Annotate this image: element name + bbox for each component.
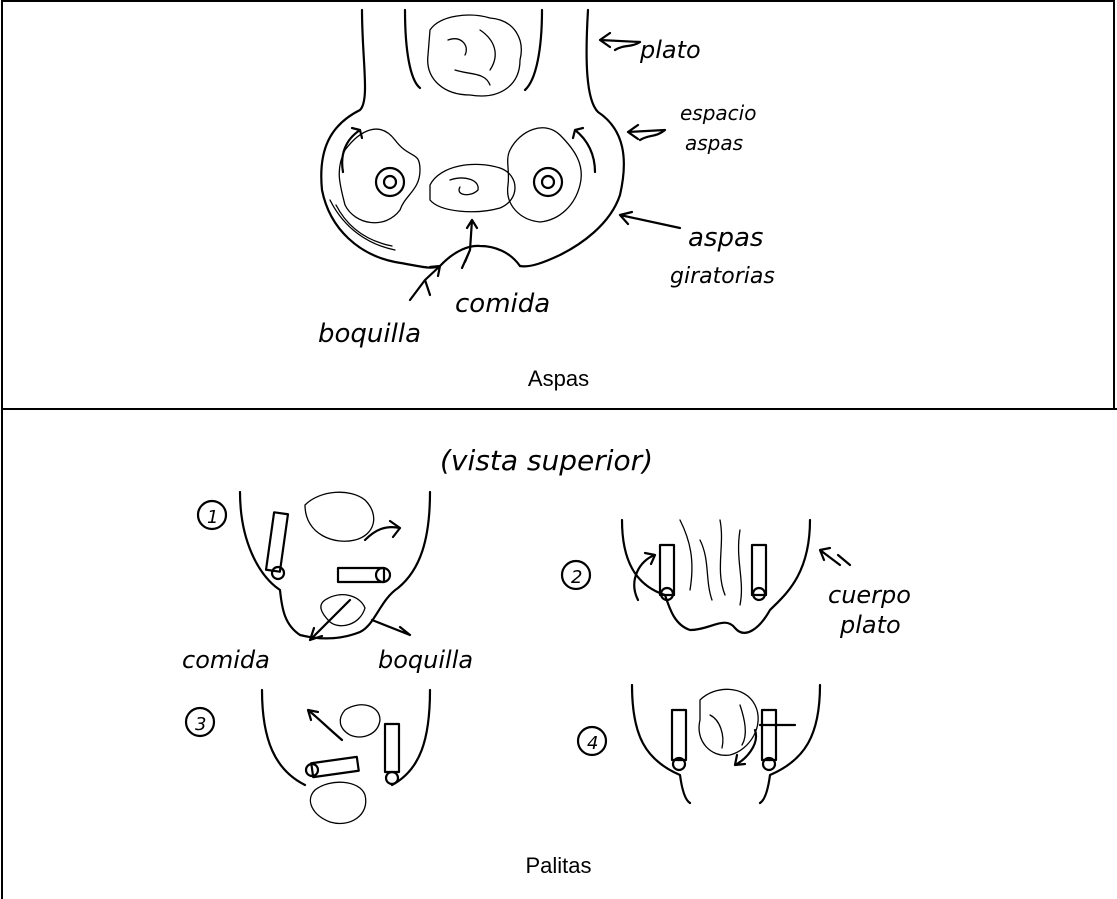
label-aspas: aspas xyxy=(688,223,763,253)
aspas-diagram: plato espacio aspas aspas giratorias com… xyxy=(318,10,775,349)
label-espacio-aspas: aspas xyxy=(685,131,743,155)
step-1-number: 1 xyxy=(207,507,218,528)
label-cuerpo: cuerpo xyxy=(828,581,911,609)
palitas-diagram: (vista superior) 1 comida boquilla 2 xyxy=(182,444,911,823)
label-plato-2: plato xyxy=(839,611,901,639)
step-2-number: 2 xyxy=(571,567,582,588)
label-boquilla: boquilla xyxy=(318,319,421,349)
label-comida-2: comida xyxy=(182,646,270,674)
step-4-number: 4 xyxy=(587,733,598,754)
label-comida: comida xyxy=(455,289,550,319)
label-espacio: espacio xyxy=(680,101,756,125)
label-giratorias: giratorias xyxy=(670,264,775,289)
label-vista-superior: (vista superior) xyxy=(440,444,653,477)
label-plato: plato xyxy=(639,36,701,64)
step-3-number: 3 xyxy=(195,714,206,735)
label-boquilla-2: boquilla xyxy=(378,646,473,674)
